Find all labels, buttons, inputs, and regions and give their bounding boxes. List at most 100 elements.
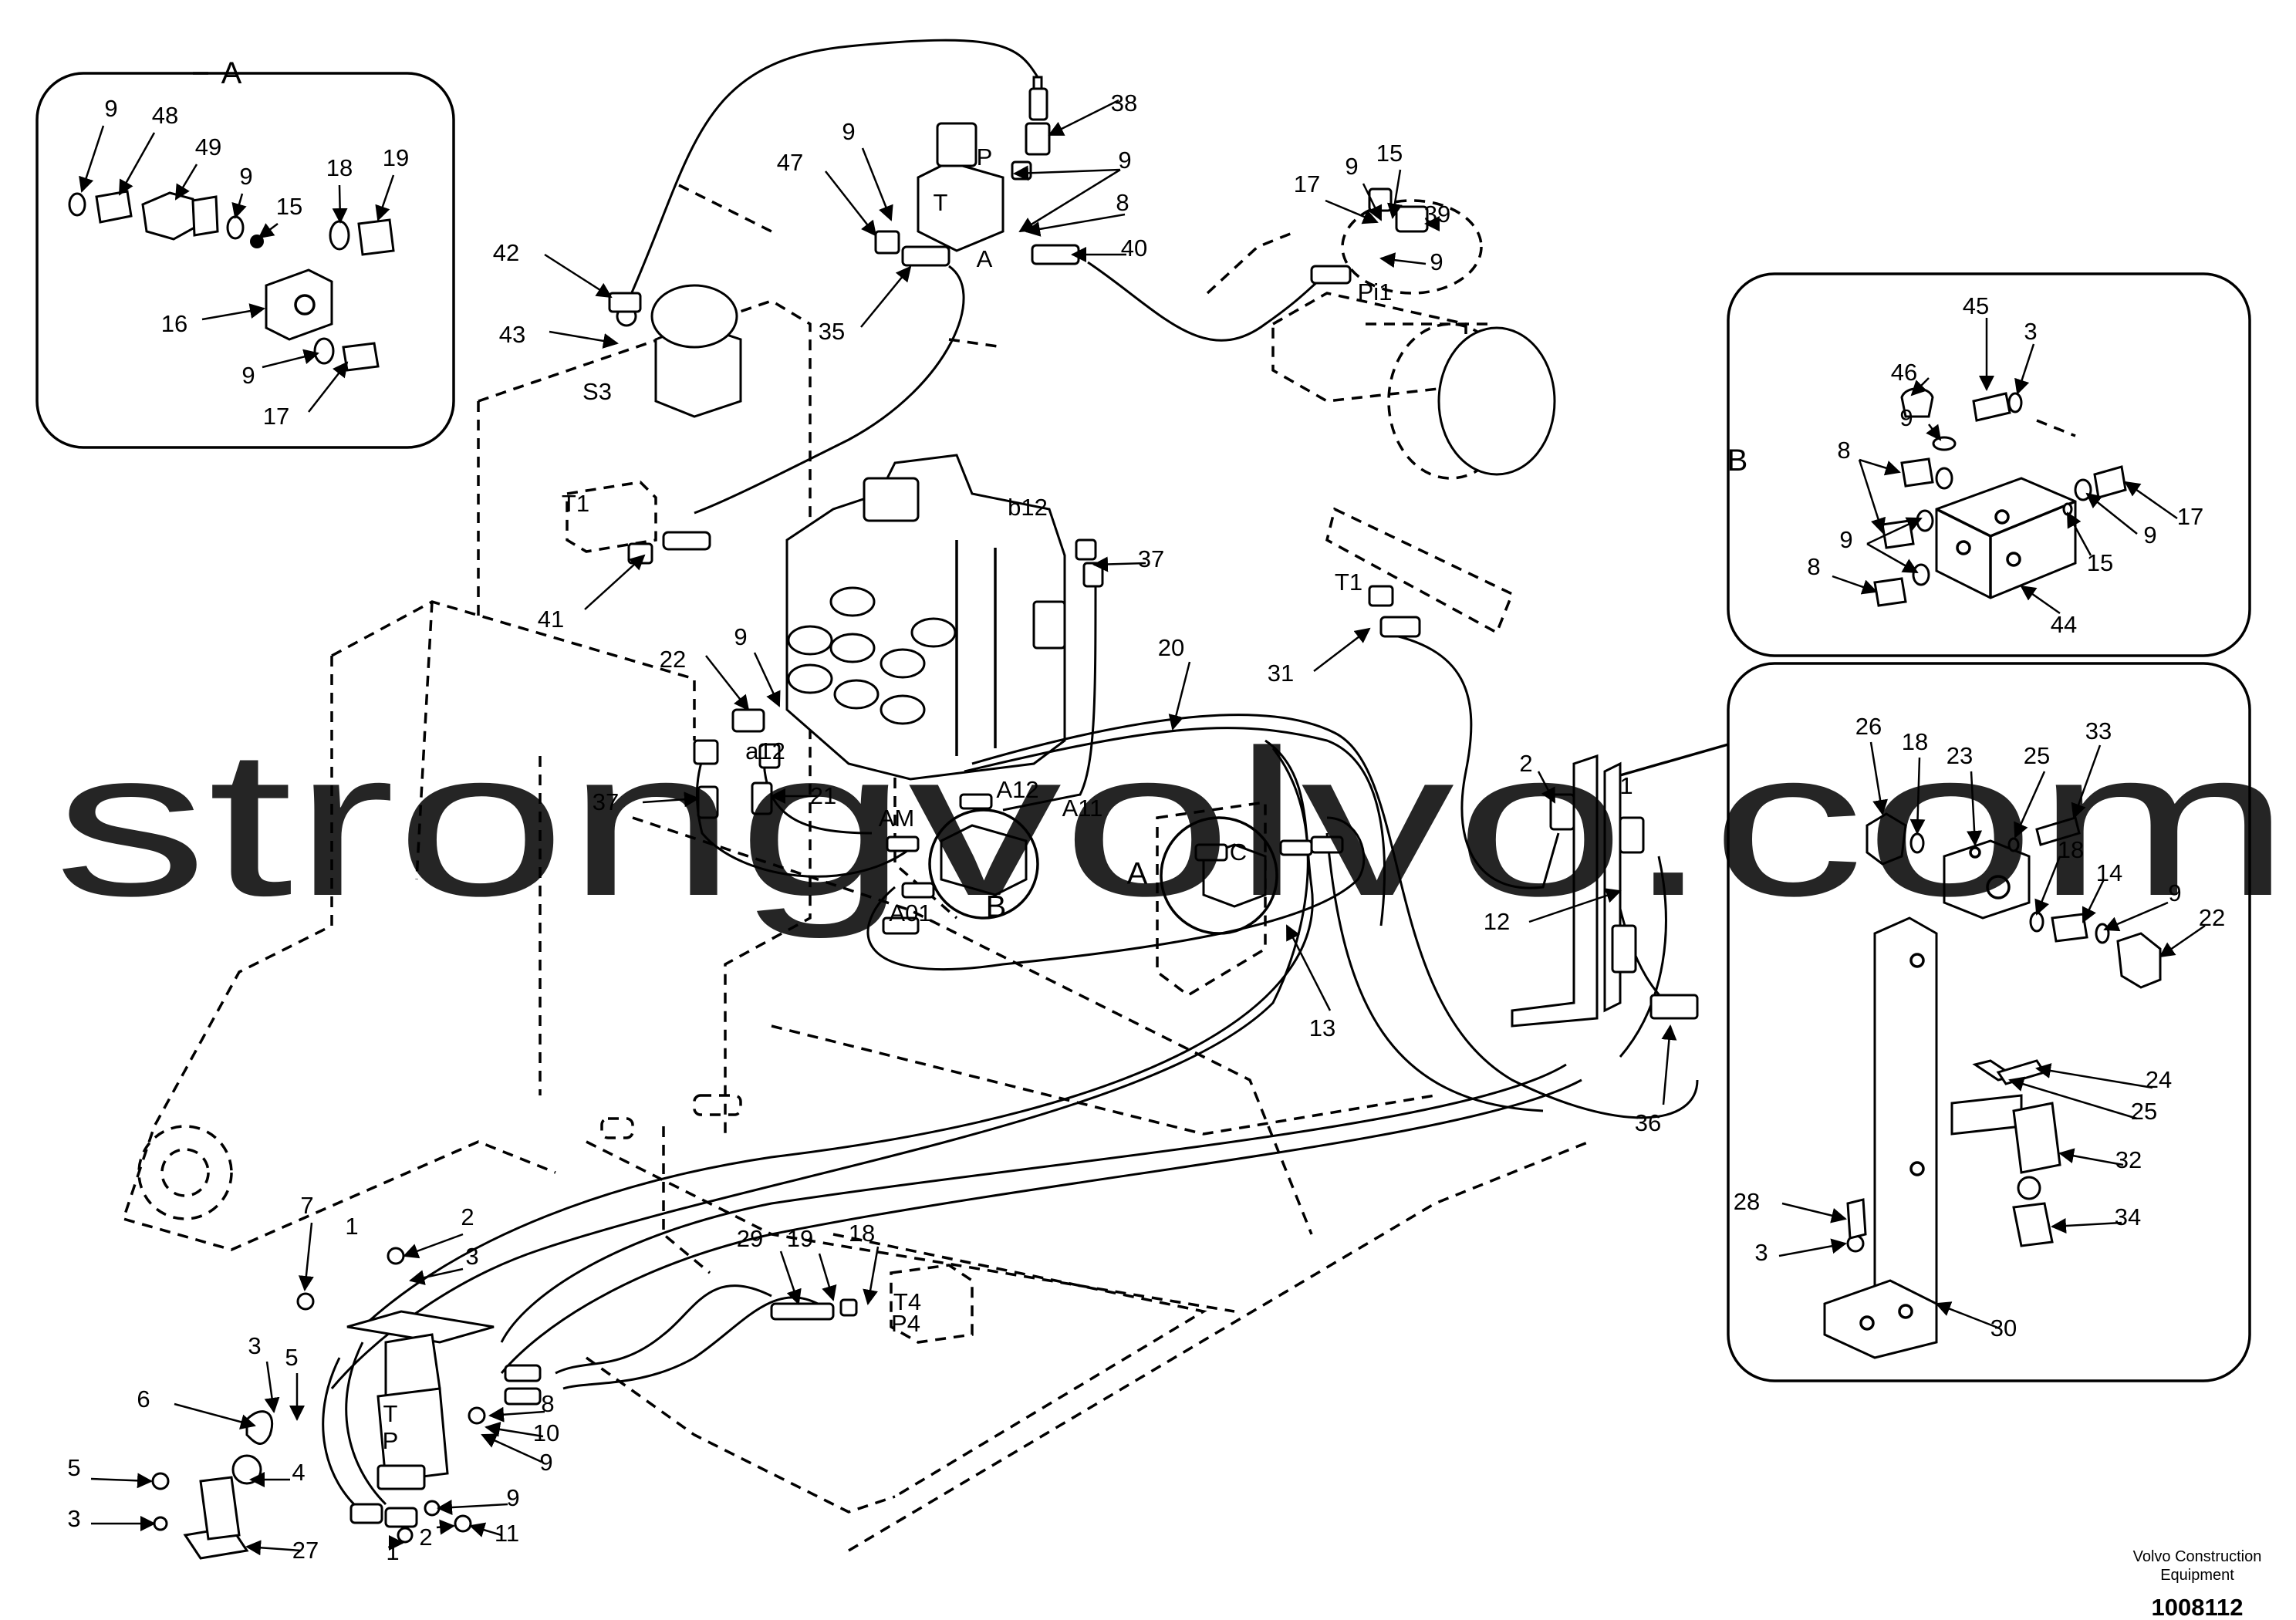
part-callout: 9	[1839, 526, 1852, 553]
part-callout: 1	[386, 1538, 399, 1565]
part-callout: 9	[1345, 153, 1358, 180]
part-callout: 15	[1376, 140, 1403, 167]
drawing-number: 1008112	[2152, 1594, 2244, 1620]
part-callout: 1	[1619, 772, 1633, 799]
part-callout: 12	[1484, 908, 1510, 935]
part-callout: 48	[152, 102, 178, 129]
part-callout: 3	[67, 1505, 80, 1532]
part-callout: 10	[533, 1419, 559, 1446]
part-callout: 37	[593, 788, 619, 815]
part-callout: 9	[1118, 147, 1131, 174]
part-callout: 49	[195, 133, 221, 160]
part-callout: 32	[2115, 1146, 2142, 1173]
port-label: b12	[1008, 494, 1048, 521]
part-callout: 25	[2024, 742, 2050, 769]
part-callout: 17	[1294, 170, 1320, 197]
part-callout: 15	[2087, 549, 2113, 576]
part-callout: 31	[1268, 660, 1294, 687]
valve-bracket	[1511, 754, 1699, 1028]
port-label: T	[934, 189, 948, 216]
part-callout: 2	[461, 1203, 474, 1230]
part-callout: 14	[2096, 859, 2122, 886]
part-callout: 3	[465, 1243, 478, 1270]
part-callout: 8	[1837, 437, 1850, 464]
part-callout: 2	[419, 1524, 432, 1551]
port-label: A	[977, 245, 993, 272]
footer-company-line1: Volvo Construction	[2133, 1548, 2262, 1565]
section-marker: B	[986, 890, 1007, 924]
pilot-valve-top	[917, 76, 1043, 252]
part-callout: 30	[1990, 1315, 2017, 1342]
part-callout: 35	[819, 318, 845, 345]
part-callout: 3	[2024, 318, 2037, 345]
part-callout: 27	[292, 1537, 319, 1564]
part-callout: 8	[1116, 189, 1129, 216]
part-callout: 9	[104, 95, 117, 122]
port-label: P4	[891, 1310, 920, 1337]
detail-b-letter: B	[1727, 444, 1748, 478]
port-block-p4t4	[890, 1264, 974, 1344]
part-callout: 47	[777, 149, 803, 176]
hydraulic-hoses	[322, 39, 1699, 1514]
part-callout: 17	[2177, 503, 2203, 530]
hose-fittings	[349, 87, 1429, 1544]
part-callout: 22	[2199, 904, 2225, 931]
part-callout: 38	[1111, 89, 1137, 116]
shuttle-valve-b	[886, 793, 1039, 920]
part-callout: 18	[2058, 836, 2084, 863]
section-marker: A	[1127, 857, 1148, 891]
part-callout: 9	[2168, 879, 2181, 906]
part-callout: 8	[1807, 553, 1820, 580]
part-callout: 42	[493, 239, 519, 266]
part-callout: 18	[1902, 728, 1928, 755]
part-callout: 21	[810, 782, 836, 809]
part-callout: 2	[1519, 750, 1532, 777]
part-callout: 11	[495, 1520, 519, 1547]
part-callout: 37	[1138, 545, 1164, 572]
part-callout: 7	[300, 1192, 313, 1219]
part-callout: 13	[1309, 1014, 1335, 1041]
footer-company-line2: Equipment	[2160, 1567, 2234, 1584]
part-callout: 15	[276, 193, 302, 220]
section-markers: BA	[986, 857, 1148, 924]
control-valve-assembly	[785, 454, 1066, 781]
part-callout: 9	[239, 163, 252, 190]
part-callout: 28	[1734, 1188, 1760, 1215]
port-label: C	[1230, 839, 1247, 866]
part-callout: 9	[734, 623, 747, 650]
part-callout: 3	[1754, 1239, 1768, 1266]
leader-lines	[79, 99, 2206, 1556]
detail-view-b	[1727, 272, 2251, 657]
port-label: T	[383, 1400, 398, 1427]
detail-view-a	[35, 72, 455, 449]
part-callout: 29	[737, 1225, 763, 1252]
part-callout: 40	[1121, 235, 1147, 262]
part-callout: 41	[538, 606, 564, 633]
part-callout: 17	[263, 403, 289, 430]
part-callout: 25	[2131, 1098, 2157, 1125]
part-callout: 19	[383, 144, 409, 171]
port-label: a12	[745, 737, 785, 764]
part-callout: 6	[137, 1385, 150, 1412]
part-callout: 43	[499, 321, 525, 348]
part-callout: 1	[345, 1213, 358, 1240]
part-callout: 5	[67, 1454, 80, 1481]
part-callout: 18	[326, 154, 353, 181]
part-callout: 9	[842, 118, 855, 145]
part-callout: 9	[1430, 248, 1443, 275]
travel-pedal-assembly	[296, 1247, 495, 1490]
port-label: S3	[582, 378, 612, 405]
port-label: Pi1	[1358, 278, 1393, 305]
port-label: P	[383, 1427, 399, 1454]
port-label: A12	[996, 776, 1038, 803]
watermark: strongvolvo.com	[54, 707, 2291, 940]
detail-a-letter: A	[221, 56, 242, 90]
swing-motor	[1366, 322, 1556, 476]
part-callout: 34	[2115, 1203, 2141, 1230]
port-label: A11	[1062, 795, 1103, 822]
